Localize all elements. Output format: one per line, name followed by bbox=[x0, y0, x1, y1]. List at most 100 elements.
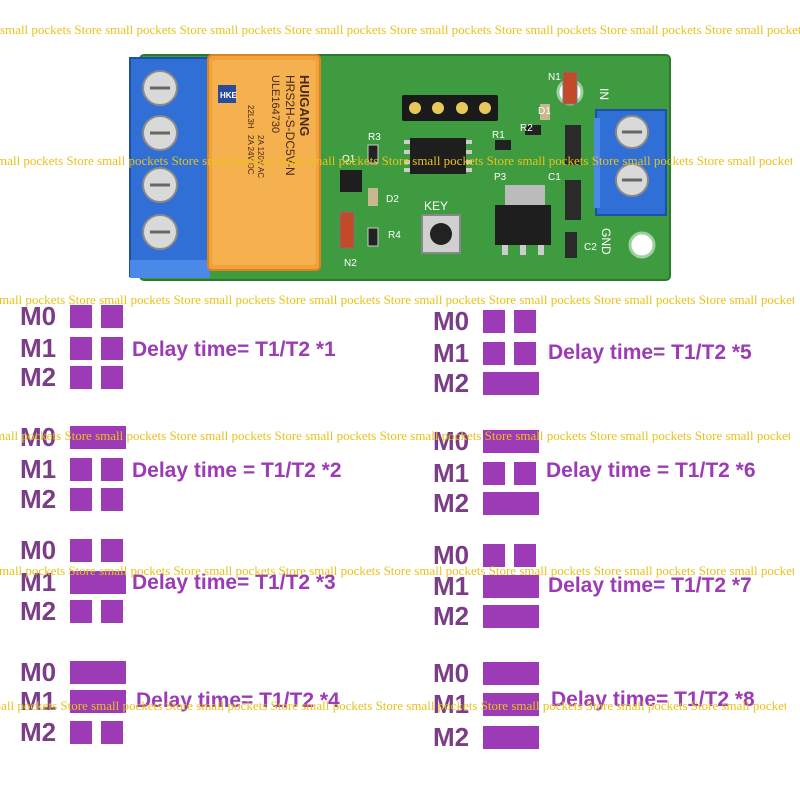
mode-row-label: M0 bbox=[20, 422, 57, 452]
mode-row-label: M1 bbox=[433, 338, 470, 368]
mode-row-label: M0 bbox=[20, 301, 57, 331]
mode-row-label: M1 bbox=[433, 689, 470, 719]
ic-chip bbox=[404, 138, 472, 174]
mode-row-label: M1 bbox=[20, 333, 57, 363]
silk-label-p3: P3 bbox=[494, 172, 507, 183]
delay-description: Delay time = T1/T2 *2 bbox=[132, 459, 342, 482]
mode-row-label: M0 bbox=[433, 306, 470, 336]
silk-label-q1: Q1 bbox=[342, 154, 356, 165]
relay-date: 22L3H bbox=[246, 105, 255, 129]
switch-cell-joined bbox=[70, 426, 126, 449]
switch-cell-split bbox=[70, 458, 92, 481]
screw-icon bbox=[615, 115, 649, 149]
mode-row-label: M0 bbox=[20, 535, 57, 565]
relay-rating-2: 2A 24V DC bbox=[246, 135, 255, 175]
mode-row-label: M2 bbox=[20, 484, 57, 514]
switch-cell-split bbox=[514, 462, 536, 485]
switch-cell-split bbox=[70, 600, 92, 623]
header-pins bbox=[402, 95, 498, 121]
mode-row-label: M2 bbox=[20, 596, 57, 626]
screw-icon bbox=[615, 163, 649, 197]
input-terminal-block bbox=[594, 109, 667, 216]
switch-cell-joined bbox=[70, 690, 126, 713]
delay-description: Delay time = T1/T2 *6 bbox=[546, 459, 756, 482]
silk-label-c2: C2 bbox=[584, 242, 597, 253]
silk-label-r3: R3 bbox=[368, 132, 381, 143]
switch-cell-split bbox=[101, 600, 123, 623]
relay-cert: ULE164730 bbox=[269, 75, 281, 133]
key-label: KEY bbox=[424, 199, 448, 213]
switch-cell-split bbox=[101, 458, 123, 481]
switch-cell-split bbox=[483, 310, 505, 333]
switch-cell-joined bbox=[483, 575, 539, 598]
relay: HKE HUIGANG HRS2H-S-DC5V-N ULE164730 2A … bbox=[207, 54, 321, 271]
switch-cell-split bbox=[483, 544, 505, 567]
mode-row-label: M2 bbox=[433, 368, 470, 398]
delay-description: Delay time= T1/T2 *1 bbox=[132, 338, 336, 361]
mode-row-label: M2 bbox=[20, 717, 57, 747]
mode-row-label: M1 bbox=[20, 567, 57, 597]
relay-logo: HKE bbox=[220, 91, 238, 100]
mode-row-label: M1 bbox=[433, 458, 470, 488]
silk-label-r4: R4 bbox=[388, 230, 401, 241]
relay-module-photo: HKE HUIGANG HRS2H-S-DC5V-N ULE164730 2A … bbox=[129, 54, 671, 281]
mode-row-label: M2 bbox=[433, 601, 470, 631]
switch-cell-joined bbox=[70, 571, 126, 594]
delay-description: Delay time= T1/T2 *3 bbox=[132, 571, 336, 594]
delay-description: Delay time= T1/T2 *8 bbox=[551, 688, 755, 711]
switch-cell-split bbox=[70, 337, 92, 360]
silk-label-c1: C1 bbox=[548, 172, 561, 183]
switch-cell-split bbox=[101, 488, 123, 511]
switch-cell-split bbox=[70, 488, 92, 511]
mode-row-label: M1 bbox=[20, 686, 57, 716]
silk-label-in: IN bbox=[597, 88, 611, 100]
switch-cell-split bbox=[101, 337, 123, 360]
switch-cell-split bbox=[483, 342, 505, 365]
output-terminal-block bbox=[129, 57, 210, 278]
relay-model: HRS2H-S-DC5V-N bbox=[283, 75, 297, 176]
switch-cell-joined bbox=[483, 372, 539, 395]
voltage-regulator bbox=[495, 185, 551, 255]
switch-cell-split bbox=[70, 721, 92, 744]
switch-cell-joined bbox=[483, 693, 539, 716]
silk-label-r2: R2 bbox=[520, 123, 533, 134]
switch-cell-joined bbox=[483, 430, 539, 453]
key-button: KEY bbox=[421, 199, 461, 254]
mode-row-label: M2 bbox=[433, 488, 470, 518]
switch-cell-split bbox=[101, 721, 123, 744]
switch-cell-split bbox=[70, 305, 92, 328]
relay-brand: HUIGANG bbox=[297, 75, 312, 136]
switch-cell-split bbox=[101, 539, 123, 562]
mode-row-label: M1 bbox=[20, 454, 57, 484]
mode-row-label: M1 bbox=[433, 571, 470, 601]
delay-description: Delay time= T1/T2 *4 bbox=[136, 689, 340, 712]
switch-cell-split bbox=[101, 366, 123, 389]
switch-cell-split bbox=[514, 310, 536, 333]
switch-cell-split bbox=[514, 544, 536, 567]
switch-cell-split bbox=[101, 305, 123, 328]
silk-label-d1: D1 bbox=[538, 106, 551, 117]
mode-row-label: M0 bbox=[433, 426, 470, 456]
switch-cell-joined bbox=[483, 492, 539, 515]
smd-components bbox=[339, 71, 581, 258]
switch-cell-joined bbox=[70, 661, 126, 684]
silk-label-r1: R1 bbox=[492, 130, 505, 141]
switch-cell-split bbox=[514, 342, 536, 365]
delay-description: Delay time= T1/T2 *7 bbox=[548, 574, 752, 597]
relay-rating-1: 2A 120V AC bbox=[256, 135, 265, 178]
screw-icon bbox=[142, 70, 178, 106]
silk-label-n1: N1 bbox=[548, 72, 561, 83]
silk-label-n2: N2 bbox=[344, 258, 357, 269]
switch-cell-joined bbox=[483, 726, 539, 749]
switch-cell-joined bbox=[483, 605, 539, 628]
mode-row-label: M0 bbox=[20, 657, 57, 687]
switch-cell-split bbox=[483, 462, 505, 485]
mode-row-label: M0 bbox=[433, 658, 470, 688]
delay-description: Delay time= T1/T2 *5 bbox=[548, 341, 752, 364]
screw-icon bbox=[142, 167, 178, 203]
silk-label-gnd: GND bbox=[599, 228, 613, 255]
switch-cell-split bbox=[70, 366, 92, 389]
switch-cell-split bbox=[70, 539, 92, 562]
mounting-hole bbox=[628, 231, 656, 259]
switch-cell-joined bbox=[483, 662, 539, 685]
